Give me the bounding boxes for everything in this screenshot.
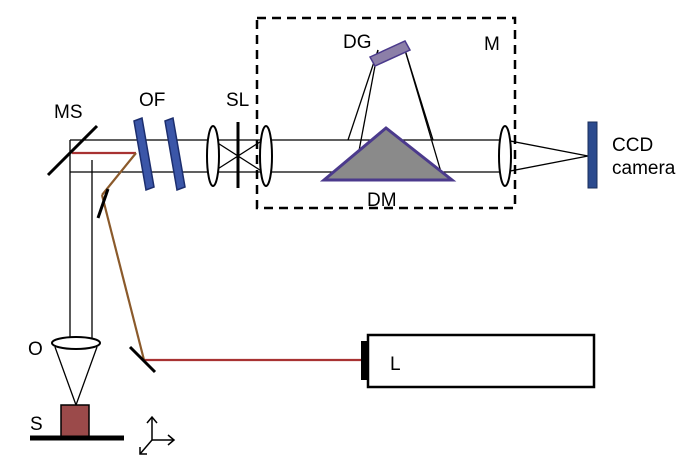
ccd-camera	[587, 121, 598, 189]
label-o: O	[28, 339, 43, 360]
laser-aperture	[361, 341, 368, 380]
prism	[319, 126, 457, 182]
coordinate-axes-icon	[139, 415, 176, 455]
monochromator-box	[255, 16, 517, 210]
label-sl: SL	[226, 90, 249, 111]
label-m: M	[484, 34, 500, 55]
laser-source	[366, 333, 596, 389]
label-ms: MS	[54, 102, 83, 123]
sample-focus-beams	[54, 346, 98, 406]
side-mirror	[96, 188, 110, 219]
sample	[60, 404, 90, 438]
diffraction-grating	[368, 40, 412, 67]
laser-beam	[72, 151, 368, 362]
vertical-beam	[69, 140, 93, 340]
ms-mirror	[46, 124, 99, 177]
lenses	[206, 125, 512, 187]
label-of: OF	[139, 90, 165, 111]
label-dm: DM	[367, 190, 397, 211]
optical-filters	[133, 116, 186, 192]
laser-mirror	[128, 345, 157, 374]
label-dg: DG	[343, 32, 372, 53]
label-ccd: CCD	[612, 135, 653, 156]
reflected-beam	[100, 152, 146, 361]
label-camera: camera	[612, 158, 676, 179]
objective-lens	[51, 336, 101, 350]
label-s: S	[30, 414, 43, 435]
label-l: L	[390, 354, 401, 375]
ccd-beam	[504, 139, 589, 173]
